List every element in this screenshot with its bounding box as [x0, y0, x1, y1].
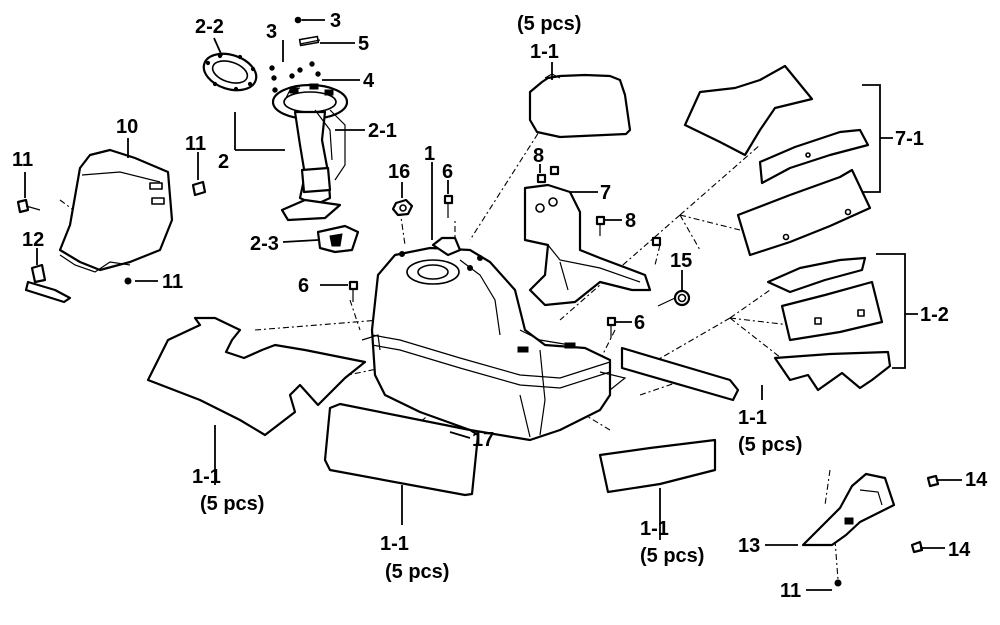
label-3-a: 3 — [266, 21, 277, 43]
heat-shield-1-1-left — [146, 316, 367, 437]
label-11-a: 11 — [12, 149, 33, 171]
label-16: 16 — [388, 161, 410, 183]
label-15: 15 — [670, 250, 692, 272]
clamp-15 — [657, 289, 691, 307]
label-5-pcs-top: (5 pcs) — [517, 13, 581, 35]
label-2-1: 2-1 — [368, 120, 397, 142]
heat-shields-1-2 — [766, 256, 892, 392]
nut-16 — [391, 198, 414, 217]
label-6-b: 6 — [298, 275, 309, 297]
screws-3-5 — [269, 16, 321, 93]
label-4: 4 — [363, 70, 375, 92]
label-5: 5 — [358, 33, 369, 55]
label-7: 7 — [600, 182, 611, 204]
protector-10 — [58, 148, 174, 273]
bracket-7 — [523, 183, 652, 307]
label-1-2: 1-2 — [920, 304, 949, 326]
label-7-1: 7-1 — [895, 128, 924, 150]
label-2-3: 2-3 — [250, 233, 279, 255]
bolts-8 — [536, 165, 662, 247]
label-10: 10 — [116, 116, 138, 138]
label-8-a: 8 — [533, 145, 544, 167]
heat-shield-1-1-right — [620, 346, 740, 402]
fuel-pump-gasket — [202, 52, 258, 92]
label-2-2: 2-2 — [195, 16, 224, 38]
leader-lines — [24, 19, 962, 591]
label-17: 17 — [472, 429, 494, 451]
label-1-1-center-right: 1-1 — [640, 518, 669, 540]
label-5-pcs-middle: (5 pcs) — [385, 561, 449, 583]
label-1: 1 — [424, 143, 435, 165]
label-1-1-top: 1-1 — [530, 41, 559, 63]
bolts-11 — [16, 180, 207, 285]
label-14-b: 14 — [948, 539, 971, 561]
label-5-pcs-right: (5 pcs) — [738, 434, 802, 456]
label-6-a: 6 — [442, 161, 453, 183]
label-12: 12 — [22, 229, 44, 251]
fuel-tank — [361, 236, 627, 442]
label-2: 2 — [218, 151, 229, 173]
label-5-pcs-left: (5 pcs) — [200, 493, 264, 515]
label-3-b: 3 — [330, 10, 341, 32]
label-6-c: 6 — [634, 312, 645, 334]
label-5-pcs-center-right: (5 pcs) — [640, 545, 704, 567]
label-13: 13 — [738, 535, 760, 557]
label-11-d: 11 — [780, 580, 801, 602]
heat-shields-7-1 — [683, 64, 872, 257]
label-1-1-left: 1-1 — [192, 466, 221, 488]
guard-13 — [801, 472, 940, 587]
part-labels: 2-2 3 3 5 4 2-1 2 2-3 10 11 11 11 12 16 … — [12, 10, 988, 602]
label-14-a: 14 — [965, 469, 988, 491]
fuel-pump-bracket — [316, 224, 360, 254]
heat-shield-1-1-top — [528, 73, 632, 139]
part-12 — [24, 263, 72, 304]
fuel-pump-assembly — [271, 83, 349, 222]
label-1-1-right: 1-1 — [738, 407, 767, 429]
label-1-1-middle: 1-1 — [380, 533, 409, 555]
bolts-6 — [348, 194, 617, 338]
heat-shield-1-1-middle — [323, 402, 480, 497]
label-8-b: 8 — [625, 210, 636, 232]
label-11-c: 11 — [162, 271, 183, 293]
heat-shield-1-1-center-right — [598, 438, 717, 494]
label-11-b: 11 — [185, 133, 206, 155]
